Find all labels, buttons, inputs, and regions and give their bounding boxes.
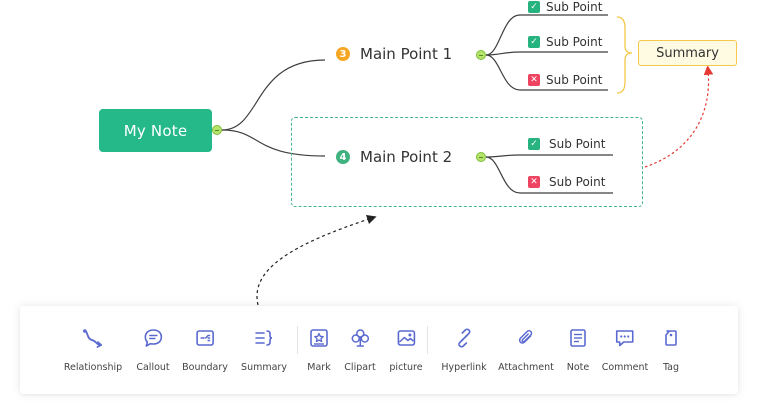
toolbar-divider — [297, 326, 298, 354]
branch-line-sub-1-3 — [485, 54, 608, 91]
task-done-icon: ✓ — [528, 36, 540, 48]
clipart-label: Clipart — [344, 362, 376, 373]
note-icon — [566, 326, 590, 350]
sub-point-label: Sub Point — [546, 73, 603, 87]
relationship-button[interactable]: Relationship — [64, 326, 122, 373]
boundary-button[interactable]: Boundary — [182, 326, 228, 373]
insert-toolbar: Relationship Callout Boundary Summary — [20, 306, 738, 394]
toolbar-divider — [427, 326, 428, 354]
picture-icon — [394, 326, 418, 350]
summary-node-label: Summary — [656, 45, 719, 61]
sub-point-label: Sub Point — [546, 0, 603, 14]
callout-label: Callout — [136, 362, 170, 373]
main-point-2-collapse-toggle[interactable] — [476, 152, 486, 162]
sub-point-1-3[interactable]: ✕ Sub Point — [528, 73, 602, 87]
relationship-icon — [81, 326, 105, 350]
hyperlink-icon — [452, 326, 476, 350]
note-label: Note — [566, 362, 590, 373]
relationship-arrow-black — [256, 214, 377, 306]
main-point-2-label: Main Point 2 — [360, 148, 453, 166]
summary-label: Summary — [241, 362, 287, 373]
summary-icon — [252, 326, 276, 350]
sub-point-2-2[interactable]: ✕ Sub Point — [528, 175, 605, 189]
branch-line-sub-1-2 — [485, 51, 608, 56]
root-collapse-toggle[interactable] — [212, 125, 222, 135]
root-node-label: My Note — [123, 121, 188, 140]
relationship-arrow-red — [644, 65, 714, 168]
branch-line-main-1 — [221, 59, 326, 131]
clipart-button[interactable]: Clipart — [344, 326, 376, 373]
tag-button[interactable]: Tag — [659, 326, 683, 373]
sub-point-1-1[interactable]: ✓ Sub Point — [528, 0, 602, 14]
boundary-frame[interactable] — [291, 117, 643, 207]
branch-line-sub-1-1 — [485, 14, 608, 56]
priority-4-icon: 4 — [336, 150, 350, 164]
summary-bracket — [616, 16, 633, 94]
picture-button[interactable]: picture — [389, 326, 423, 373]
sub-point-1-2[interactable]: ✓ Sub Point — [528, 35, 602, 49]
main-point-2[interactable]: 4 Main Point 2 — [336, 148, 452, 166]
task-cancel-icon: ✕ — [528, 176, 540, 188]
picture-label: picture — [389, 362, 423, 373]
mark-icon — [307, 326, 331, 350]
branch-line-sub-2-1 — [485, 154, 613, 158]
comment-icon — [613, 326, 637, 350]
boundary-label: Boundary — [182, 362, 228, 373]
mark-label: Mark — [307, 362, 331, 373]
tag-label: Tag — [662, 362, 680, 373]
main-point-1-label: Main Point 1 — [360, 45, 453, 63]
hyperlink-label: Hyperlink — [441, 362, 487, 373]
sub-point-label: Sub Point — [549, 137, 606, 151]
root-node[interactable]: My Note — [99, 109, 212, 152]
sub-point-label: Sub Point — [549, 175, 606, 189]
hyperlink-button[interactable]: Hyperlink — [441, 326, 487, 373]
main-point-1-collapse-toggle[interactable] — [476, 50, 486, 60]
callout-icon — [141, 326, 165, 350]
sub-point-2-1[interactable]: ✓ Sub Point — [528, 137, 605, 151]
sub-point-label: Sub Point — [546, 35, 603, 49]
attachment-icon — [514, 326, 538, 350]
attachment-label: Attachment — [498, 362, 554, 373]
task-cancel-icon: ✕ — [528, 74, 540, 86]
branch-line-sub-2-2 — [485, 156, 613, 194]
branch-line-main-2 — [221, 129, 326, 157]
note-button[interactable]: Note — [566, 326, 590, 373]
tag-icon — [659, 326, 683, 350]
clipart-icon — [348, 326, 372, 350]
summary-node[interactable]: Summary — [638, 40, 737, 66]
attachment-button[interactable]: Attachment — [498, 326, 554, 373]
comment-button[interactable]: Comment — [601, 326, 649, 373]
mark-button[interactable]: Mark — [307, 326, 331, 373]
relationship-label: Relationship — [63, 362, 123, 373]
task-done-icon: ✓ — [528, 1, 540, 13]
callout-button[interactable]: Callout — [136, 326, 170, 373]
comment-label: Comment — [601, 362, 649, 373]
summary-button[interactable]: Summary — [241, 326, 287, 373]
task-done-icon: ✓ — [528, 138, 540, 150]
main-point-1[interactable]: 3 Main Point 1 — [336, 45, 452, 63]
boundary-icon — [193, 326, 217, 350]
priority-3-icon: 3 — [336, 47, 350, 61]
